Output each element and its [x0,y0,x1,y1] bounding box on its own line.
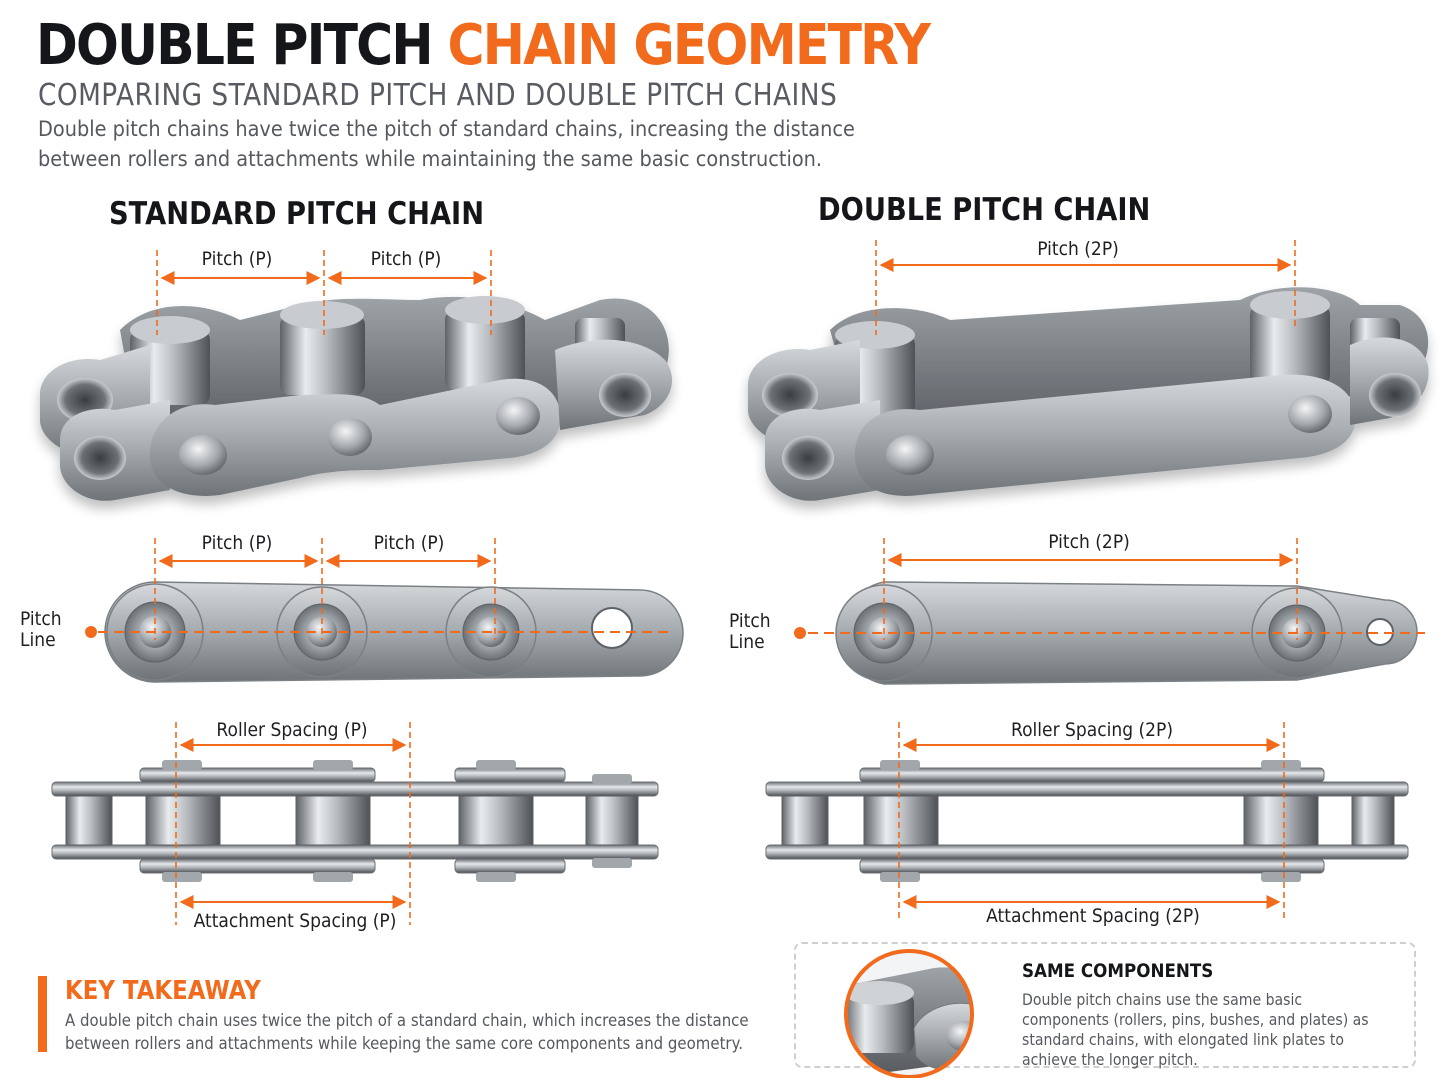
standard-iso-dimension [156,250,492,335]
double-attachment-spacing-label: Attachment Spacing (2P) [986,905,1200,927]
standard-side-dimension [85,538,670,640]
standard-heading: STANDARD PITCH CHAIN [109,196,485,232]
standard-roller-spacing-label: Roller Spacing (P) [216,719,368,741]
page-title: DOUBLE PITCH CHAIN GEOMETRY [36,10,931,82]
title-dark: DOUBLE PITCH [36,13,434,78]
chain-link-closeup-image [844,949,974,1078]
roller [445,310,525,390]
pin [1288,395,1332,433]
standard-iso-pitch-label-1: Pitch (P) [201,248,273,270]
double-top-view [765,760,1409,882]
pin [328,418,372,456]
standard-top-view [51,760,659,882]
standard-iso-chain [40,296,673,501]
double-side-dimension [794,538,1425,640]
intro-text: Double pitch chains have twice the pitch… [38,117,855,171]
standard-top-dimension [175,722,411,925]
double-iso-chain [748,287,1429,501]
key-takeaway: KEY TAKEAWAY A double pitch chain uses t… [38,976,758,1054]
roller [280,315,365,395]
pin [496,397,540,435]
double-side-pitch-label: Pitch (2P) [1048,531,1130,553]
roller [1250,305,1330,385]
standard-iso-pitch-label-2: Pitch (P) [370,248,442,270]
pin [886,435,934,475]
title-accent: CHAIN GEOMETRY [447,13,931,78]
pin [179,435,227,475]
double-pitch-line-label: Pitch Line [729,610,771,653]
standard-side-pitch-label-1: Pitch (P) [201,532,273,554]
standard-side-pitch-label-2: Pitch (P) [373,532,445,554]
double-iso-pitch-label: Pitch (2P) [1037,238,1119,260]
same-components-text: Double pitch chains use the same basic c… [1022,990,1369,1069]
same-components-card: SAME COMPONENTS Double pitch chains use … [794,942,1416,1078]
same-components-title: SAME COMPONENTS [1022,960,1214,982]
key-takeaway-text: A double pitch chain uses twice the pitc… [65,1011,749,1054]
double-heading: DOUBLE PITCH CHAIN [818,192,1151,228]
standard-pitch-line-label: Pitch Line [20,608,62,651]
key-takeaway-title: KEY TAKEAWAY [65,976,261,1006]
double-top-dimension [898,722,1285,922]
double-roller-spacing-label: Roller Spacing (2P) [1010,719,1174,741]
double-iso-dimension [875,240,1296,335]
page-subtitle: COMPARING STANDARD PITCH AND DOUBLE PITC… [38,78,838,113]
standard-attachment-spacing-label: Attachment Spacing (P) [193,910,397,932]
